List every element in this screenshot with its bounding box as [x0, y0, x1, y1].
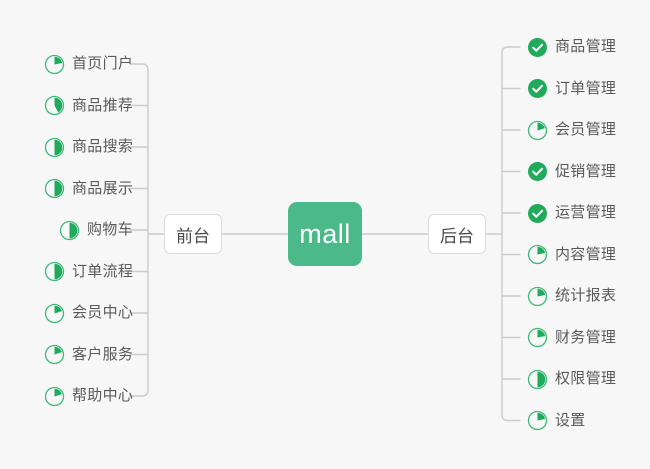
backend-leaf-9[interactable]: 权限管理 [527, 366, 616, 392]
frontend-leaf-5[interactable]: 购物车 [59, 217, 133, 243]
leaf-label: 订单管理 [555, 79, 617, 97]
backend-leaf-5[interactable]: 运营管理 [527, 200, 616, 226]
leaf-label: 帮助中心 [72, 387, 134, 404]
backend-leaf-6[interactable]: 内容管理 [527, 242, 616, 268]
connector-line [501, 46, 521, 54]
pie-progress-icon [44, 261, 65, 282]
leaf-label: 购物车 [87, 221, 133, 238]
check-circle-icon [528, 79, 547, 98]
pie-progress-icon [44, 95, 65, 116]
backend-leaf-4[interactable]: 促销管理 [527, 159, 616, 185]
frontend-leaf-9[interactable]: 帮助中心 [44, 383, 133, 409]
backend-leaf-1[interactable]: 商品管理 [527, 34, 616, 60]
pie-progress-icon [527, 410, 548, 431]
leaf-label: 首页门户 [72, 55, 134, 72]
leaf-label: 权限管理 [555, 370, 617, 387]
leaf-label: 商品推荐 [72, 96, 134, 114]
backend-leaf-3[interactable]: 会员管理 [527, 117, 616, 143]
pie-progress-icon [44, 178, 65, 199]
check-circle-icon [528, 203, 547, 223]
pie-progress-icon [527, 244, 548, 265]
frontend-leaf-8[interactable]: 客户服务 [44, 342, 133, 368]
check-circle-icon [528, 37, 547, 57]
connector-line [129, 389, 149, 397]
leaf-label: 设置 [555, 411, 586, 429]
leaf-label: 商品搜索 [72, 138, 134, 155]
leaf-label: 统计报表 [555, 287, 617, 304]
leaf-label: 运营管理 [555, 204, 617, 221]
frontend-leaf-3[interactable]: 商品搜索 [44, 134, 133, 160]
pie-progress-icon [527, 286, 548, 306]
leaf-label: 会员管理 [555, 121, 617, 138]
backend-leaf-7[interactable]: 统计报表 [527, 283, 616, 309]
frontend-leaf-2[interactable]: 商品推荐 [44, 93, 133, 119]
connector-line [501, 413, 521, 422]
check-circle-icon [528, 162, 547, 181]
connector-line [129, 63, 149, 71]
branch-node-backend[interactable]: 后台 [428, 214, 486, 254]
frontend-leaf-4[interactable]: 商品展示 [44, 176, 133, 202]
pie-progress-icon [44, 386, 65, 406]
pie-progress-icon [59, 220, 80, 240]
backend-leaf-10[interactable]: 设置 [527, 408, 586, 434]
pie-progress-icon [44, 344, 65, 365]
pie-progress-icon [44, 137, 65, 157]
backend-leaf-8[interactable]: 财务管理 [527, 325, 616, 351]
leaf-label: 内容管理 [555, 245, 617, 263]
leaf-label: 促销管理 [555, 162, 617, 180]
pie-progress-icon [527, 327, 548, 348]
leaf-label: 财务管理 [555, 328, 617, 346]
pie-progress-icon [44, 54, 65, 74]
leaf-label: 订单流程 [72, 262, 134, 280]
leaf-label: 商品管理 [555, 38, 617, 55]
pie-progress-icon [527, 120, 548, 140]
center-node-mall[interactable]: mall [288, 202, 362, 266]
frontend-leaf-1[interactable]: 首页门户 [44, 51, 133, 77]
pie-progress-icon [527, 369, 548, 389]
branch-node-frontend[interactable]: 前台 [164, 214, 222, 254]
backend-leaf-2[interactable]: 订单管理 [527, 76, 616, 102]
frontend-leaf-7[interactable]: 会员中心 [44, 300, 133, 326]
pie-progress-icon [44, 303, 65, 323]
leaf-label: 客户服务 [72, 345, 134, 363]
frontend-leaf-6[interactable]: 订单流程 [44, 259, 133, 285]
leaf-label: 会员中心 [72, 304, 134, 321]
leaf-label: 商品展示 [72, 179, 134, 197]
